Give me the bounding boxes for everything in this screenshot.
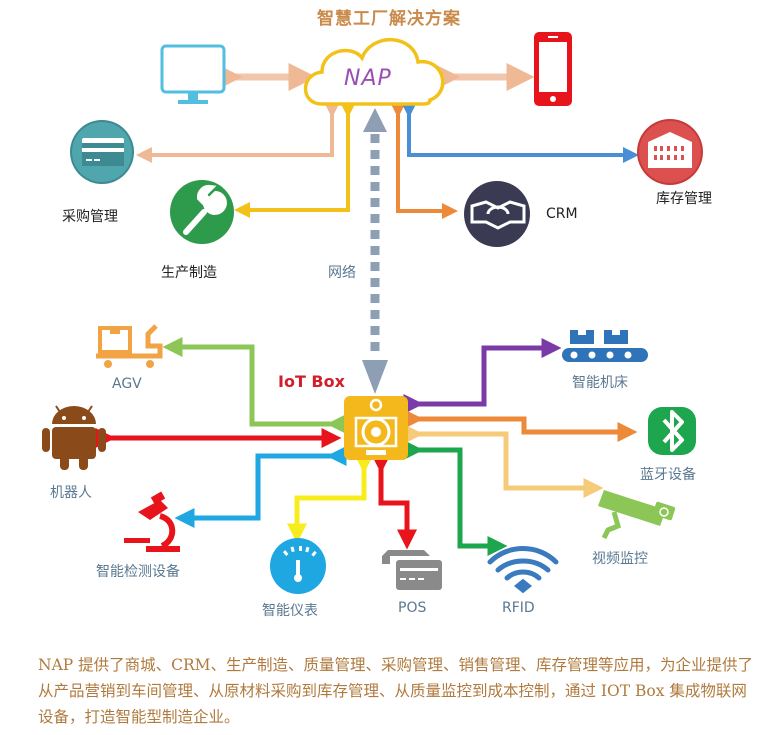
agv-arrow <box>162 337 347 434</box>
wifi-signal-icon <box>487 546 559 594</box>
gauge-icon <box>270 538 326 594</box>
crm-label: CRM <box>546 206 578 222</box>
inventory-arrow <box>401 102 639 163</box>
camera-arrow <box>403 424 604 498</box>
mobile-phone-icon <box>534 32 572 106</box>
iot-box-icon[interactable] <box>344 396 408 460</box>
smart-factory-diagram <box>42 32 703 594</box>
microscope-icon <box>124 491 180 552</box>
truck-icon <box>96 324 163 368</box>
production-label: 生产制造 <box>161 265 217 281</box>
crm-arrow <box>390 102 458 219</box>
inspection-label: 智能检测设备 <box>96 564 180 580</box>
handshake-icon <box>464 181 530 247</box>
bluetooth-icon <box>648 407 696 455</box>
iot-box-label: IoT Box <box>278 372 345 391</box>
rfid-label: RFID <box>502 600 535 616</box>
purchase-label: 采购管理 <box>62 209 118 225</box>
inspection-arrow <box>174 446 347 528</box>
agv-label: AGV <box>112 376 142 392</box>
bluetooth-label: 蓝牙设备 <box>640 467 696 483</box>
network-arrow <box>362 108 388 394</box>
cctv-camera-icon <box>598 490 676 540</box>
rfid-arrow <box>403 440 508 556</box>
camera-label: 视频监控 <box>592 551 648 567</box>
meter-arrow <box>287 453 374 544</box>
purchase-arrow <box>136 102 340 163</box>
android-robot-icon <box>42 405 106 470</box>
meter-label: 智能仪表 <box>262 603 318 619</box>
wrench-icon <box>170 180 234 244</box>
nap-label: NAP <box>344 66 392 91</box>
monitor-icon <box>160 44 226 104</box>
network-label: 网络 <box>328 265 356 281</box>
machine-arrow <box>403 338 562 414</box>
pos-terminal-icon <box>382 550 442 590</box>
conveyor-icon <box>562 330 648 362</box>
building-icon <box>637 119 703 185</box>
bluetooth-arrow <box>403 409 638 442</box>
pos-arrow <box>371 453 417 550</box>
diagram-title: 智慧工厂解决方案 <box>317 9 461 29</box>
description-text: NAP 提供了商城、CRM、生产制造、质量管理、采购管理、销售管理、库存管理等应… <box>38 656 754 726</box>
machine-label: 智能机床 <box>572 375 628 391</box>
production-arrow <box>234 102 356 218</box>
pos-label: POS <box>398 600 427 616</box>
credit-card-icon <box>70 120 134 184</box>
robot-label: 机器人 <box>50 485 92 501</box>
nap-cloud[interactable] <box>303 38 445 106</box>
inventory-label: 库存管理 <box>656 191 712 207</box>
